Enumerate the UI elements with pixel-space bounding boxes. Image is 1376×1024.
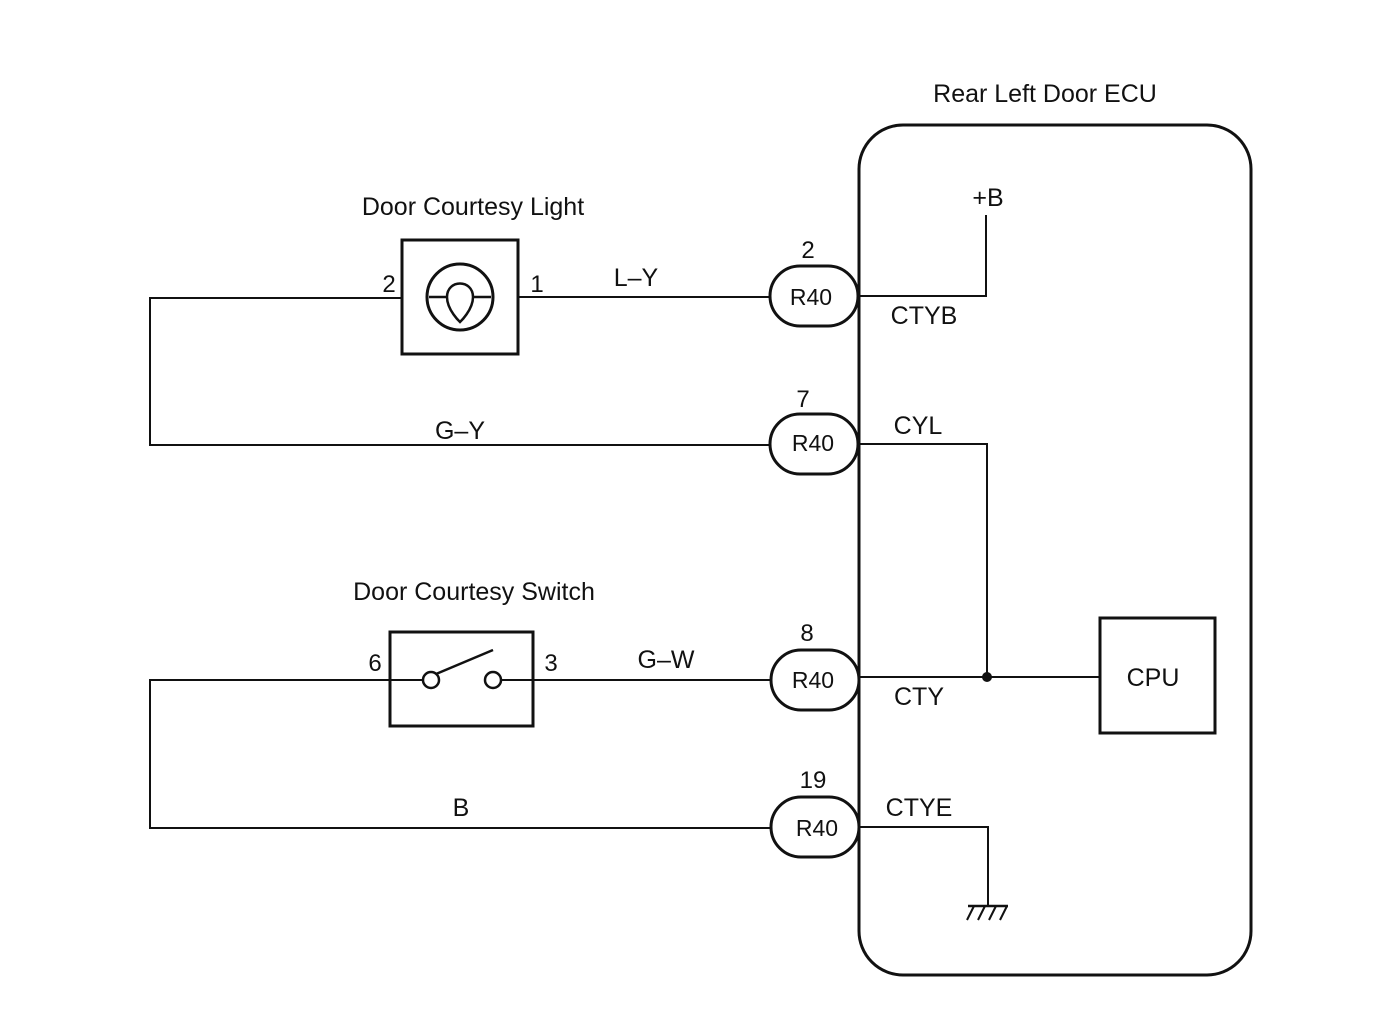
wire-color-g-w: G–W — [638, 646, 695, 674]
connector-label: R40 — [790, 284, 832, 310]
switch-pin-right: 3 — [544, 650, 557, 677]
cpu-block — [1098, 616, 1217, 735]
junction-dot — [982, 672, 992, 682]
door-courtesy-light — [400, 238, 520, 356]
connector-r40-pin-2: R40 — [768, 264, 860, 328]
signal-ctyb: CTYB — [891, 302, 958, 330]
ecu-title: Rear Left Door ECU — [933, 80, 1157, 108]
light-pin-right: 1 — [530, 271, 543, 298]
wire-ctye-to-ground — [859, 826, 989, 906]
connector-label: R40 — [796, 815, 838, 841]
connector-pin-number: 7 — [796, 386, 809, 413]
light-title: Door Courtesy Light — [362, 193, 584, 221]
wire-switch-ground — [149, 679, 771, 829]
connector-pin-number: 8 — [800, 620, 813, 647]
connector-pin-number: 2 — [801, 237, 814, 264]
signal-ctye: CTYE — [886, 794, 953, 822]
ecu-enclosure — [857, 123, 1253, 977]
switch-pin-left: 6 — [368, 650, 381, 677]
switch-contact-right-icon — [483, 670, 503, 690]
wire-ctyb-to-supply — [858, 215, 987, 297]
connector-pin-number: 19 — [800, 767, 827, 794]
wire-color-l-y: L–Y — [614, 264, 659, 292]
switch-title: Door Courtesy Switch — [353, 578, 595, 606]
wire-color-g-y: G–Y — [435, 417, 485, 445]
signal-cyl: CYL — [894, 412, 943, 440]
lamp-filament-icon — [429, 282, 491, 324]
wire-color-b: B — [453, 794, 470, 822]
connector-label: R40 — [792, 667, 834, 693]
wire-cyl — [858, 443, 988, 677]
cpu-label: CPU — [1127, 664, 1180, 692]
connector-r40-pin-7: R40 — [768, 412, 860, 476]
light-pin-left: 2 — [382, 271, 395, 298]
connector-r40-pin-19: R40 — [769, 795, 861, 859]
ground-icon — [966, 904, 1008, 921]
lamp-bulb-icon — [425, 262, 495, 332]
switch-blade-icon — [435, 648, 494, 676]
wire-light-return — [149, 297, 770, 446]
connector-label: R40 — [792, 430, 834, 456]
supply-label: +B — [972, 184, 1003, 212]
signal-cty: CTY — [894, 683, 944, 711]
connector-r40-pin-8: R40 — [769, 648, 861, 712]
